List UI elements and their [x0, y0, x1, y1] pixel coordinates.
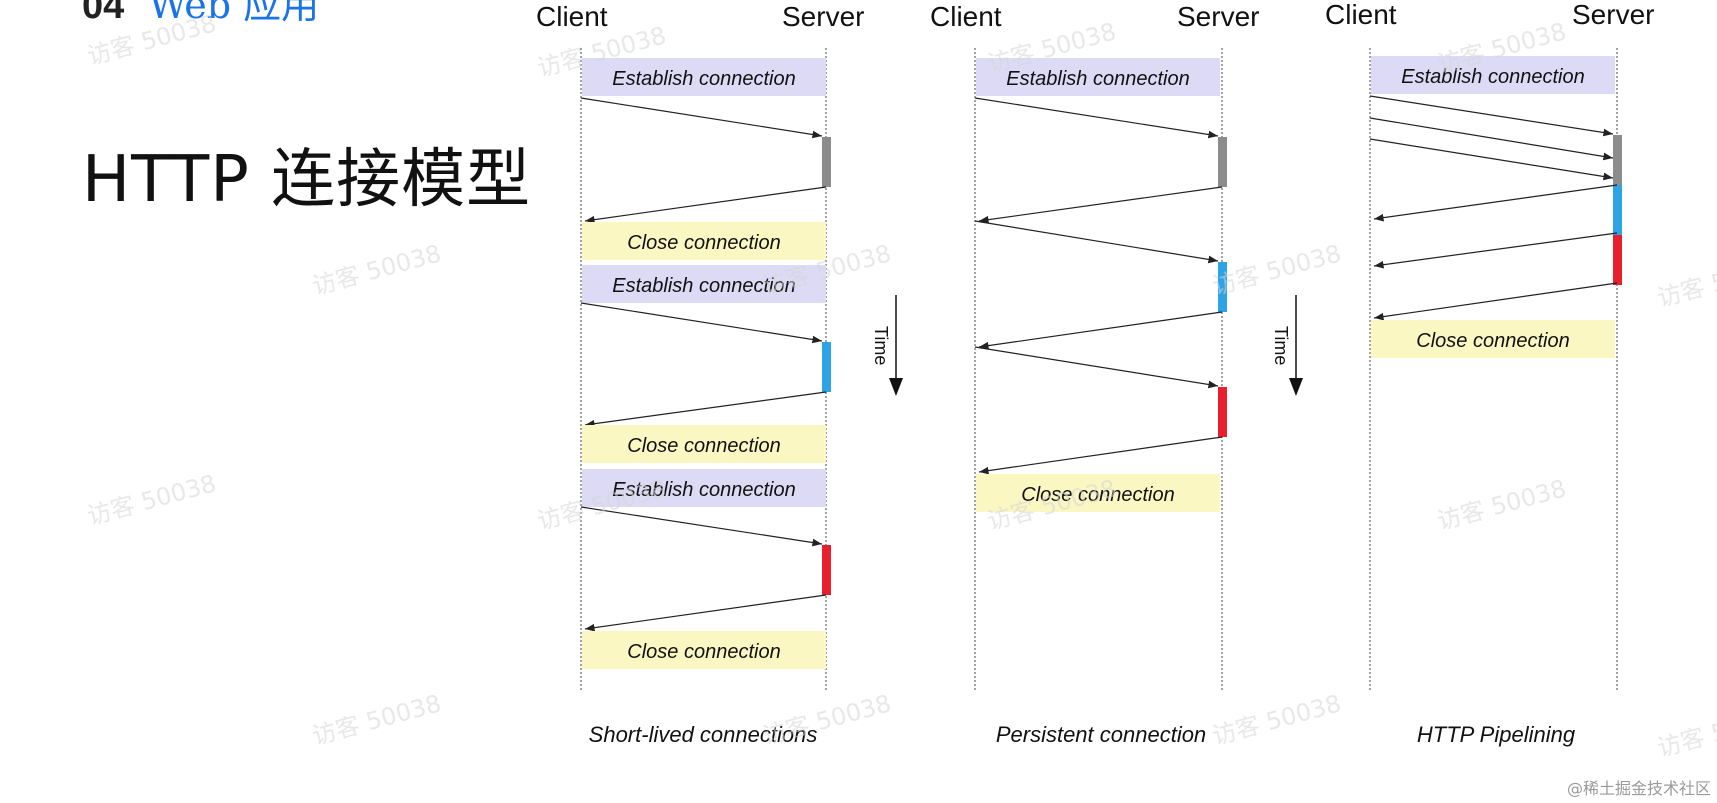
server-processing-red: [822, 545, 831, 595]
server-processing-blue: [1218, 262, 1227, 312]
response-arrow: [978, 311, 1223, 350]
client-label: Client: [536, 1, 608, 32]
response-arrow: [1373, 184, 1618, 222]
response-arrow: [584, 594, 827, 632]
response-arrow: [1373, 232, 1618, 269]
server-processing-blue: [822, 342, 831, 392]
establish-label: Establish connection: [612, 68, 795, 90]
request-arrow: [974, 97, 1219, 139]
establish-label: Establish connection: [1006, 68, 1189, 90]
response-arrow: [978, 436, 1223, 475]
request-arrow: [1369, 95, 1614, 137]
caption-pipelining: HTTP Pipelining: [1417, 722, 1576, 747]
server-processing-red: [1613, 235, 1622, 285]
establish-band: [582, 469, 826, 507]
close-band: [582, 222, 826, 260]
close-band: [582, 425, 826, 463]
section-number: 04: [82, 0, 125, 27]
section-title: Web 应用: [148, 0, 320, 27]
server-processing-gray: [1218, 137, 1227, 187]
request-arrow: [580, 302, 823, 344]
slide-title: HTTP 连接模型: [82, 143, 532, 217]
close-label: Close connection: [1021, 484, 1174, 506]
response-arrow: [584, 186, 827, 224]
time-label: Time: [1271, 326, 1291, 365]
client-label: Client: [930, 1, 1002, 32]
server-label: Server: [782, 1, 864, 32]
request-arrow: [974, 220, 1219, 264]
establish-band: [582, 58, 826, 96]
server-label: Server: [1572, 0, 1654, 30]
short-lived-column: Client Server Establish connection Close…: [536, 1, 864, 747]
caption-short-lived: Short-lived connections: [589, 722, 818, 747]
caption-persistent: Persistent connection: [996, 722, 1206, 747]
close-label: Close connection: [627, 232, 780, 254]
establish-band: [1371, 56, 1615, 94]
response-arrow: [978, 186, 1223, 224]
request-arrow: [974, 346, 1219, 389]
server-processing-gray: [822, 137, 831, 187]
close-band: [1371, 320, 1615, 358]
request-arrow: [1369, 138, 1614, 181]
time-arrow: Time: [871, 295, 903, 396]
establish-label: Establish connection: [612, 479, 795, 501]
time-arrow: Time: [1271, 295, 1303, 396]
establish-label: Establish connection: [1401, 66, 1584, 88]
request-arrow: [580, 97, 823, 139]
server-processing-gray: [1613, 135, 1622, 185]
close-label: Close connection: [627, 641, 780, 663]
establish-band: [582, 265, 826, 303]
server-processing-blue: [1613, 185, 1622, 235]
pipelining-column: Client Server Establish connection Close…: [1325, 0, 1654, 747]
request-arrow: [1369, 117, 1614, 161]
persistent-column: Client Server Establish connection Close…: [930, 1, 1259, 747]
response-arrow: [584, 391, 827, 428]
establish-band: [976, 58, 1220, 96]
request-arrow: [580, 506, 823, 547]
establish-label: Establish connection: [612, 275, 795, 297]
section-header: 04 Web 应用: [82, 0, 319, 29]
response-arrow: [1373, 282, 1618, 321]
credit-text: @稀土掘金技术社区: [1566, 779, 1711, 798]
time-label: Time: [871, 326, 891, 365]
close-label: Close connection: [1416, 330, 1569, 352]
close-label: Close connection: [627, 435, 780, 457]
close-band: [582, 631, 826, 669]
client-label: Client: [1325, 0, 1397, 30]
server-processing-red: [1218, 387, 1227, 437]
close-band: [976, 474, 1220, 512]
server-label: Server: [1177, 1, 1259, 32]
